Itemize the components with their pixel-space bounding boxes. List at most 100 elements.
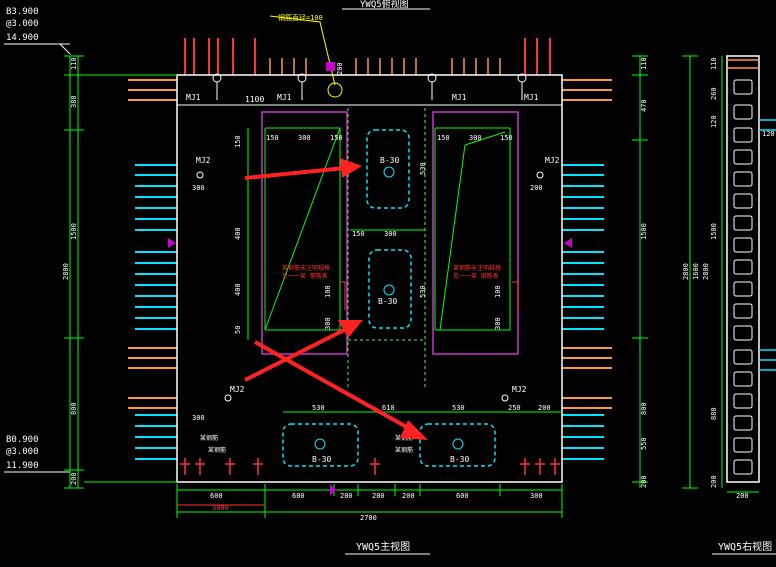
lifting-hooks xyxy=(212,73,527,100)
label-mj1-a: MJ1 xyxy=(186,93,201,102)
bottom-dim-200c: 200 xyxy=(402,492,415,500)
red-note-left-2: 见一一某 钢筋表 xyxy=(282,272,328,280)
far-bottom-dim-200: 200 xyxy=(736,492,749,500)
label-b30-low-right: B-30 xyxy=(450,455,469,464)
right-dim-200: 200 xyxy=(640,475,648,488)
label-mj1-d: MJ1 xyxy=(524,93,539,102)
side-view-outline xyxy=(726,55,760,483)
box-b30-low-left xyxy=(282,423,359,467)
inner-dim-lines xyxy=(247,127,511,340)
bottom-dim-600c: 600 xyxy=(456,492,469,500)
dim-tl-150b: 150 xyxy=(330,134,343,142)
right-dim-470: 470 xyxy=(640,99,648,112)
far-dim-2800: 2800 xyxy=(702,263,710,280)
right-dim-110: 110 xyxy=(640,57,648,70)
elev-bottom-line-2: @3.000 xyxy=(6,447,39,457)
bottom-dim-600b: 600 xyxy=(292,492,305,500)
red-note-right-2: 见一一某 钢筋表 xyxy=(453,272,499,280)
top-view-title: YWQ5俯视图 xyxy=(360,0,409,10)
box-b30-top xyxy=(366,129,410,209)
far-dim-110: 110 xyxy=(710,57,718,70)
right-dim-1600: 1600 xyxy=(692,263,700,280)
label-mj1-c: MJ1 xyxy=(452,93,467,102)
dim-300-v: 300 xyxy=(324,317,332,330)
far-dim-120b: 120 xyxy=(762,130,775,138)
elevation-top: B3.900 @3.000 14.900 xyxy=(6,7,39,43)
main-view-title: YWQ5主视图 xyxy=(356,540,410,553)
far-dim-120a: 120 xyxy=(710,115,718,128)
label-mj2-left: MJ2 xyxy=(196,156,211,165)
panel-right xyxy=(432,111,519,355)
annotation-arrows xyxy=(244,158,428,440)
panel-left xyxy=(261,111,348,355)
dim-100b-v: 100 xyxy=(494,285,502,298)
lower-dim-200: 200 xyxy=(538,404,551,412)
bottom-note-right-b: 某钢筋 xyxy=(395,446,413,454)
bottom-note-left-a: 某钢筋 xyxy=(200,434,218,442)
dim-tl-150a: 150 xyxy=(266,134,279,142)
box-b30-low-right xyxy=(419,423,496,467)
top-rebar-stubs xyxy=(184,38,551,75)
elev-top-line-3: 14.900 xyxy=(6,33,39,43)
dim-ct-300: 300 xyxy=(384,230,397,238)
right-dim-550: 550 xyxy=(640,437,648,450)
label-mj2-lower-left: MJ2 xyxy=(230,385,245,394)
section-marker-left xyxy=(168,238,176,248)
side-view-title: YWQ5右视图 xyxy=(718,540,772,553)
left-dim-2800: 2800 xyxy=(62,263,70,280)
lifting-note: 钢筋直径=100 xyxy=(278,13,323,22)
left-dim-110: 110 xyxy=(70,57,78,70)
left-dim-300b: 300 xyxy=(192,414,205,422)
left-dim-380: 380 xyxy=(70,95,78,108)
left-dim-1500: 1500 xyxy=(70,223,78,240)
top-embed-stubs xyxy=(269,58,501,75)
dim-tl-300: 300 xyxy=(298,134,311,142)
bottom-rebar-marks xyxy=(180,458,560,475)
dim-tr-150a: 150 xyxy=(437,134,450,142)
box-b30-mid xyxy=(368,249,412,329)
dim-530b-v: 530 xyxy=(419,285,427,298)
bottom-dim-200a: 200 xyxy=(340,492,353,500)
label-mj2-lower-right: MJ2 xyxy=(512,385,527,394)
right-side-rebars xyxy=(562,164,604,460)
dim-530-v: 530 xyxy=(419,162,427,175)
lower-dim-530b: 530 xyxy=(452,404,465,412)
bottom-dim-total: 2700 xyxy=(360,514,377,522)
elev-bottom-line-1: B0.900 xyxy=(6,435,39,445)
right-dim-1500: 1500 xyxy=(640,223,648,240)
label-b30-low-left: B-30 xyxy=(312,455,331,464)
left-dim-300a: 300 xyxy=(192,184,205,192)
elev-top-line-2: @3.000 xyxy=(6,19,39,29)
right-dim-2800: 2800 xyxy=(682,263,690,280)
far-dim-1500: 1500 xyxy=(710,223,718,240)
bottom-dim-300: 300 xyxy=(530,492,543,500)
right-dim-200: 200 xyxy=(530,184,543,192)
wall-outline xyxy=(176,74,563,483)
side-embed-bars xyxy=(128,79,612,409)
bottom-dim-200b: 200 xyxy=(372,492,385,500)
elevation-bottom: B0.900 @3.000 11.900 xyxy=(6,435,39,471)
bottom-dim-3000: 3000 xyxy=(212,504,229,512)
label-b30-mid: B-30 xyxy=(378,297,397,306)
lower-dim-610: 610 xyxy=(382,404,395,412)
dim-300b-v: 300 xyxy=(494,317,502,330)
bottom-dim-600a: 600 xyxy=(210,492,223,500)
dim-lv-400a: 400 xyxy=(234,227,242,240)
dim-100-v: 100 xyxy=(324,285,332,298)
dim-1100: 1100 xyxy=(245,95,264,104)
left-dim-800: 800 xyxy=(70,402,78,415)
right-dim-800: 800 xyxy=(640,402,648,415)
dim-lv-150: 150 xyxy=(234,135,242,148)
red-note-left-1: 某钢筋未注明规格 xyxy=(282,264,330,272)
dim-tr-300: 300 xyxy=(469,134,482,142)
label-mj1-b: MJ1 xyxy=(277,93,292,102)
elev-bottom-line-3: 11.900 xyxy=(6,461,39,471)
left-dim-200: 200 xyxy=(70,472,78,485)
side-view-rebars xyxy=(733,79,753,475)
lower-dim-250: 250 xyxy=(508,404,521,412)
dim-lv-400b: 400 xyxy=(234,283,242,296)
elev-top-line-1: B3.900 xyxy=(6,7,39,17)
section-marker-right xyxy=(564,238,572,248)
